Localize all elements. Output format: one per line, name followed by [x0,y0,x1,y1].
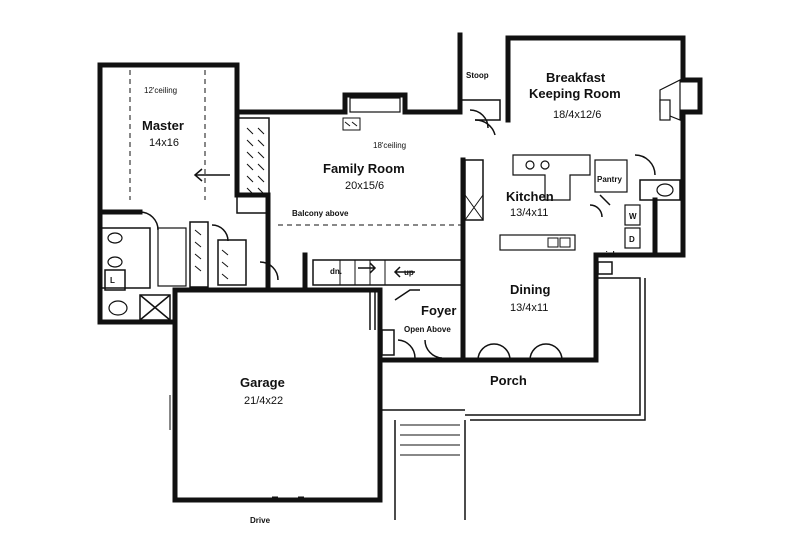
drive-label: Drive [250,516,271,525]
family-room-size: 20x15/6 [345,180,384,192]
kitchen-size: 13/4x11 [510,207,548,219]
washer-label: W [629,212,637,221]
master-ceiling-note: 12'ceiling [144,86,177,95]
linen-label: L [110,276,115,285]
porch-name: Porch [490,373,527,388]
balcony-note: Balcony above [292,209,349,218]
master-size: 14x16 [149,137,179,149]
sink-label: sink [601,250,618,259]
foyer-note: Open Above [404,325,451,334]
foyer-name: Foyer [421,303,456,318]
master-name: Master [142,118,184,133]
details [99,70,681,520]
dryer-label: D [629,235,635,244]
family-ceiling-note: 18'ceiling [373,141,406,150]
garage-size: 21/4x22 [244,395,283,407]
garage-name: Garage [240,375,285,390]
walls [97,32,703,503]
kitchen-name: Kitchen [506,189,554,204]
dining-size: 13/4x11 [510,302,548,314]
family-room-name: Family Room [323,161,405,176]
breakfast-name-line1: Breakfast [546,70,606,85]
stairs-up-label: up [404,268,414,277]
breakfast-name-line2: Keeping Room [529,86,621,101]
dining-name: Dining [510,282,550,297]
stoop-label: Stoop [466,71,489,80]
stairs-down-label: dn. [330,267,342,276]
breakfast-size: 18/4x12/6 [553,109,601,121]
pantry-label: Pantry [597,175,622,184]
room-labels: 12'ceiling Master 14x16 18'ceiling Famil… [110,70,637,525]
